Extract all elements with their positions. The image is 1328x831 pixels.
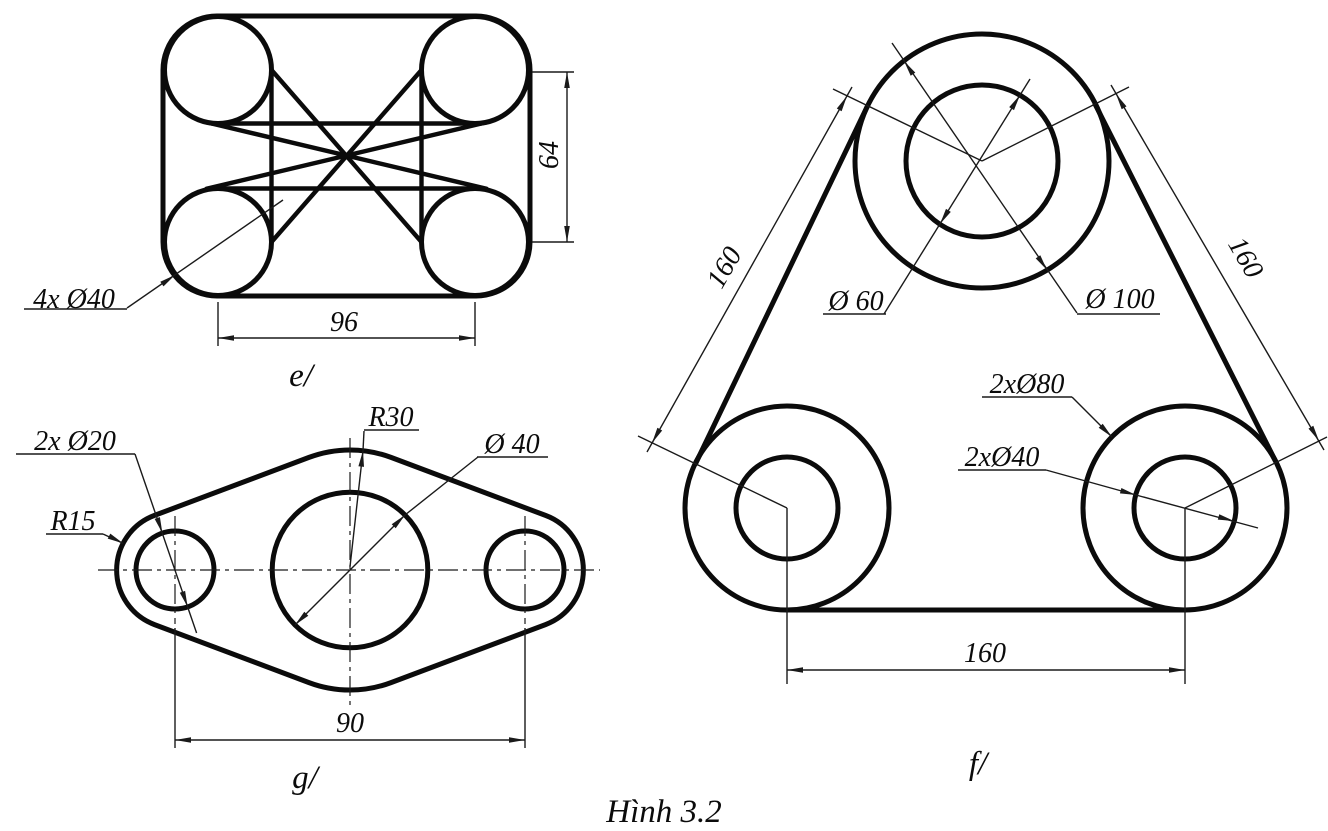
arrowhead (295, 611, 309, 625)
arrowhead (940, 208, 951, 224)
arrowhead (160, 275, 175, 287)
figure-f-label: f/ (969, 746, 990, 782)
gasket-outline (114, 447, 586, 693)
arrowhead (218, 335, 234, 341)
leader-r30 (349, 429, 419, 567)
arrowhead (1217, 514, 1234, 521)
top-radius-text: R30 (367, 402, 413, 433)
leader-2x-d20 (16, 453, 198, 634)
leader-4x-d40 (24, 199, 284, 310)
leader-d60 (823, 78, 1031, 315)
arrowhead (358, 450, 364, 467)
figure-g: 2x Ø20 R15 R30 Ø 40 90 g/ (16, 402, 600, 796)
arrowhead (509, 737, 525, 743)
right-tangent-side (1092, 101, 1279, 465)
figure-e: 4x Ø40 96 64 e/ (24, 13, 574, 394)
end-radius-text: R15 (49, 506, 95, 537)
arrowhead (904, 61, 916, 76)
inner-construction-lines (203, 67, 490, 245)
arrowhead (107, 533, 124, 544)
arrowhead (1169, 667, 1185, 673)
top-outer-diameter-text: Ø 100 (1084, 284, 1154, 315)
side-left-dim-text: 160 (701, 242, 749, 294)
leader-2x-d40 (958, 469, 1259, 529)
figure-f: 160 160 160 Ø 60 Ø 100 2xØ80 2xØ40 f/ (637, 31, 1328, 782)
hole-note-text: 2x Ø20 (34, 426, 116, 457)
corner-hole-bottom-right (419, 186, 531, 298)
arrowhead (1308, 425, 1319, 441)
dimension-160-left (637, 86, 983, 509)
bottom-inner-note-text: 2xØ40 (965, 442, 1040, 473)
arrowhead (175, 737, 191, 743)
corner-hole-bottom-left (162, 186, 274, 298)
leader-2x-d80 (982, 396, 1113, 438)
dim-height-text: 64 (534, 141, 565, 169)
arrowhead (391, 515, 405, 529)
leader-r15 (46, 533, 124, 545)
arrowhead (564, 72, 570, 88)
side-right-dim-text: 160 (1221, 232, 1269, 284)
arrowhead (564, 226, 570, 242)
bottom-outer-note-text: 2xØ80 (990, 369, 1065, 400)
arrowhead (1098, 423, 1112, 437)
dim-width-text: 96 (330, 307, 358, 338)
corner-hole-top-right (419, 14, 531, 126)
leader-d100 (891, 42, 1160, 315)
top-boss-bore (903, 82, 1061, 240)
dimension-90 (174, 628, 526, 748)
dim-centers-text: 90 (336, 708, 364, 739)
arrowhead (154, 517, 163, 534)
arrowhead (1119, 488, 1136, 495)
center-diameter-text: Ø 40 (483, 429, 539, 460)
top-boss-outer (852, 31, 1112, 291)
left-tangent-side (692, 103, 870, 467)
dimension-64 (532, 71, 574, 243)
arrowhead (1116, 94, 1127, 110)
arrowhead (836, 96, 847, 112)
bottom-dim-text: 160 (964, 638, 1006, 669)
dimension-96 (217, 302, 476, 346)
arrowhead (787, 667, 803, 673)
corner-hole-top-left (162, 14, 274, 126)
figure-g-label: g/ (292, 760, 321, 796)
hole-note-text: 4x Ø40 (33, 284, 115, 315)
arrowhead (1009, 95, 1020, 111)
arrowhead (179, 590, 188, 607)
arrowhead (652, 427, 663, 443)
arrowhead (1035, 255, 1047, 270)
dimension-160-right (981, 84, 1328, 509)
dimension-160-bottom (786, 508, 1186, 684)
leader-d40-center (294, 456, 548, 626)
figure-caption: Hình 3.2 (605, 794, 722, 830)
figure-e-label: e/ (289, 358, 316, 394)
top-inner-diameter-text: Ø 60 (827, 286, 883, 317)
rounded-plate-outline (160, 13, 533, 299)
arrowhead (459, 335, 475, 341)
plate-outline (682, 31, 1290, 613)
